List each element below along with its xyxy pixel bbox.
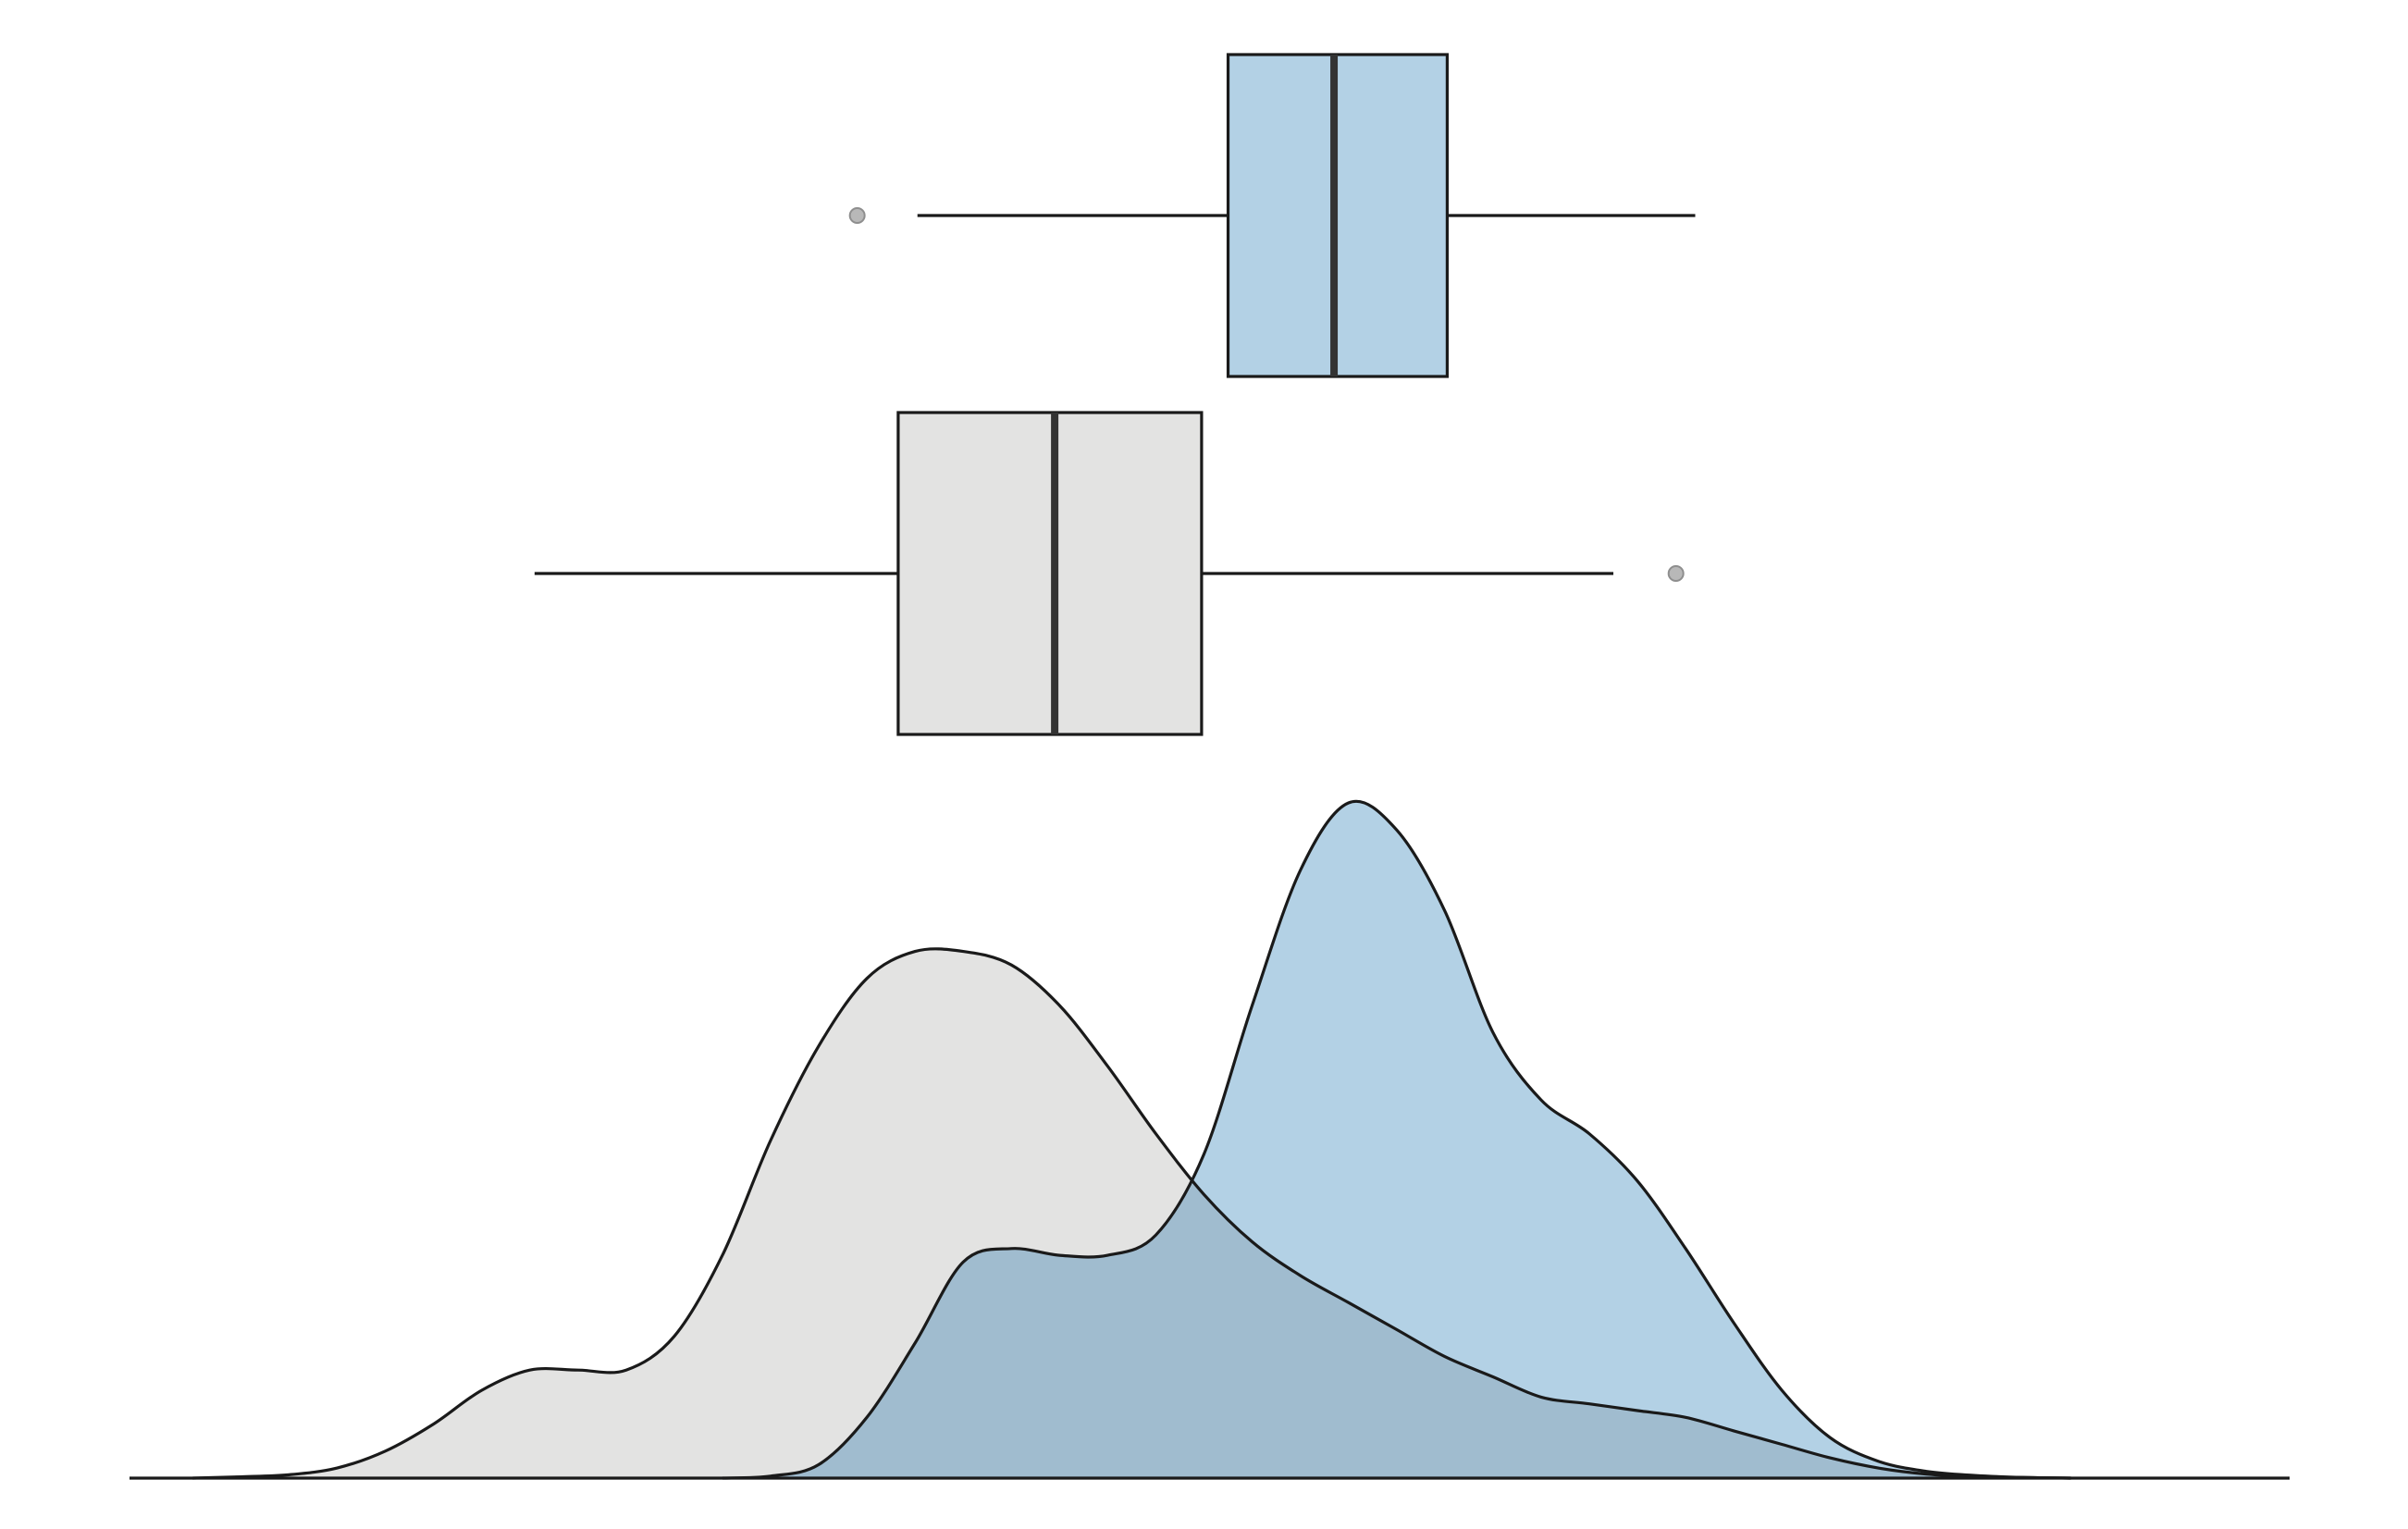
boxplot-gray [534,411,1685,736]
boxplot-gray-box [896,411,1204,736]
boxplot-layer [534,53,1696,736]
boxplot-blue [848,53,1696,378]
density-layer [192,799,2071,1480]
density-area-gray [192,948,2071,1478]
boxplot-blue-outlier [848,207,866,224]
density-curve-blue [722,799,2071,1480]
boxplot-gray-outlier [1667,565,1685,582]
density-curve-gray [192,947,2071,1480]
